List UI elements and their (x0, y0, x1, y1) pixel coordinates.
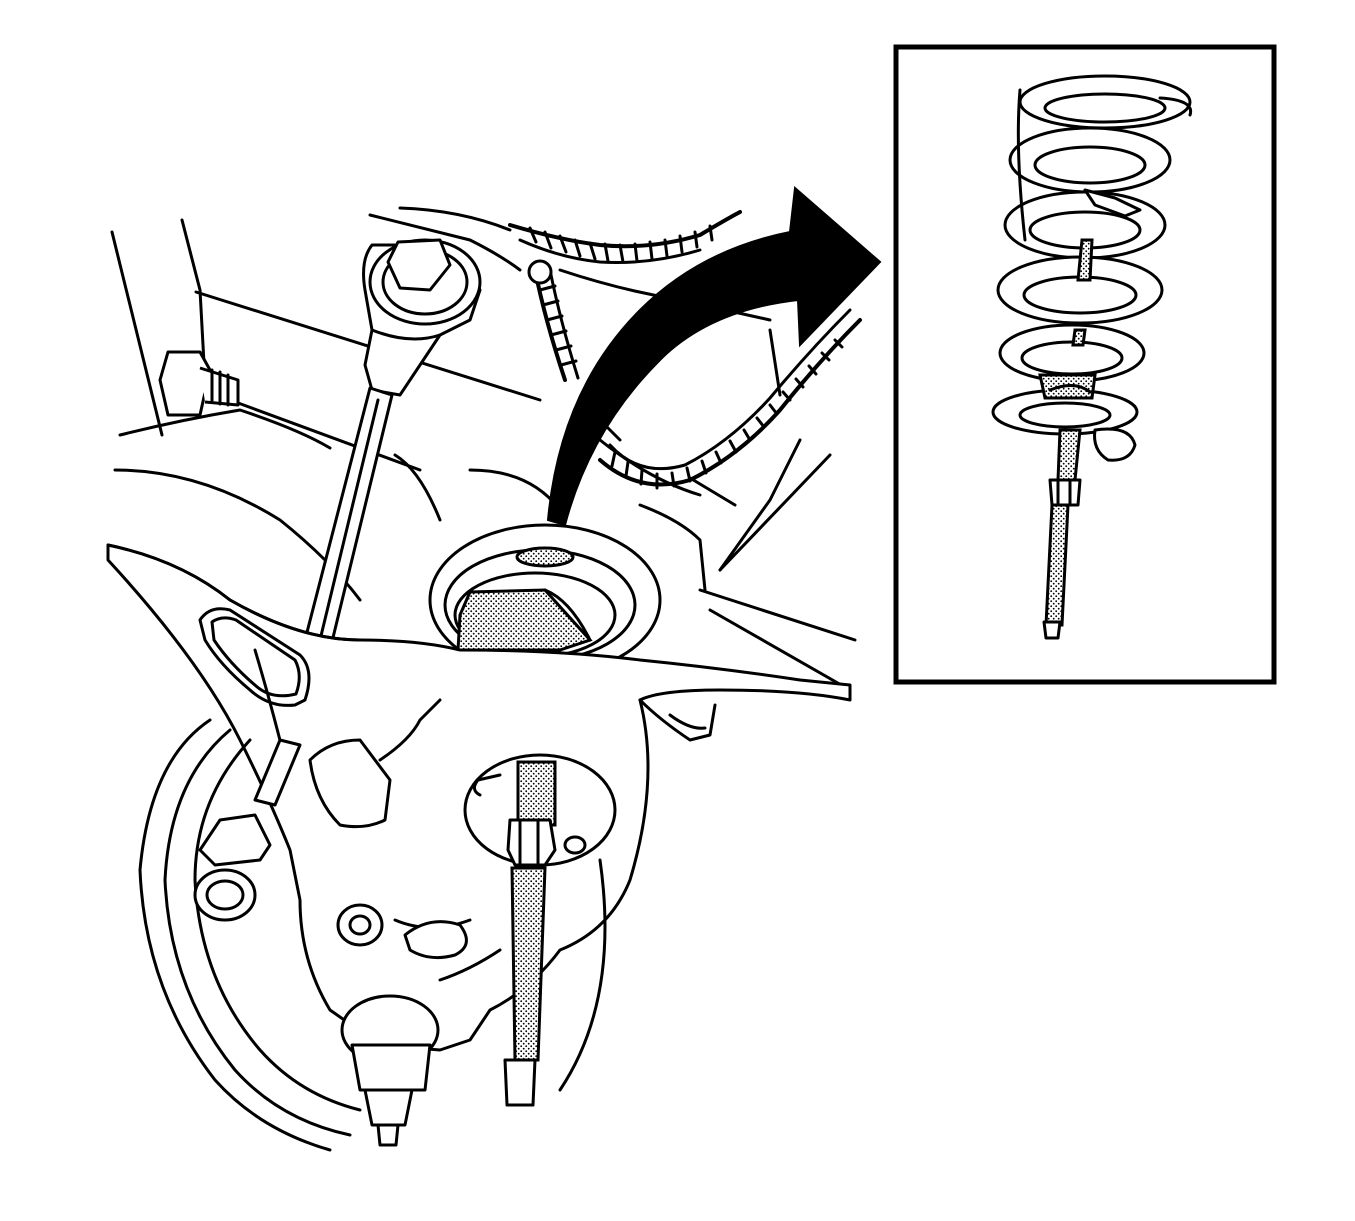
frame-lines (110, 206, 857, 692)
coil-spring-installed (428, 523, 662, 677)
main-view (106, 185, 882, 1152)
shock-absorber (303, 238, 482, 652)
ball-joint (336, 903, 468, 1147)
lower-control-arm (106, 543, 852, 1052)
removal-direction-arrow (546, 185, 882, 527)
wiring-harness (508, 210, 862, 490)
stabilizer-link (193, 738, 302, 922)
spring-compressor-tool (463, 753, 617, 1107)
inset-view (893, 44, 1277, 685)
wheel-hub (138, 718, 607, 1152)
inset-compressor-rod (1038, 188, 1142, 640)
mount-bolt-left (158, 350, 240, 417)
